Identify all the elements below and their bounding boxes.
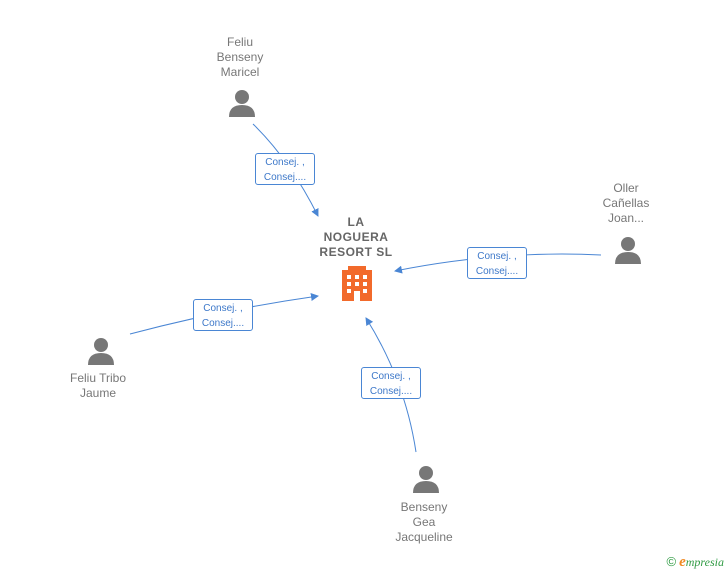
person-icon[interactable] (229, 90, 255, 117)
relation-badge-bottom[interactable]: Consej. , Consej.... (361, 367, 421, 399)
person-icon[interactable] (615, 237, 641, 264)
relation-line2: Consej.... (369, 386, 413, 397)
building-icon[interactable] (342, 266, 372, 301)
relation-line1: Consej. , (371, 371, 411, 382)
brand-logo-text: mpresia (685, 555, 724, 569)
person-name-top[interactable]: Feliu Benseny Maricel (216, 35, 264, 79)
relation-line1: Consej. , (203, 303, 243, 314)
relation-line1: Consej. , (265, 157, 305, 168)
relation-badge-top[interactable]: Consej. , Consej.... (255, 153, 315, 185)
relation-badge-right[interactable]: Consej. , Consej.... (467, 247, 527, 279)
relation-line1: Consej. , (477, 251, 517, 262)
relation-line2: Consej.... (201, 318, 245, 329)
brand-logo-letter: e (679, 554, 686, 570)
company-name[interactable]: LA NOGUERA RESORT SL (319, 215, 393, 259)
relation-line2: Consej.... (263, 172, 307, 183)
relation-badge-left[interactable]: Consej. , Consej.... (193, 299, 253, 331)
person-icon[interactable] (413, 466, 439, 493)
person-name-bottom[interactable]: Benseny Gea Jacqueline (395, 500, 453, 544)
copyright-icon: © (666, 554, 677, 569)
person-icon[interactable] (88, 338, 114, 365)
relation-line2: Consej.... (475, 266, 519, 277)
person-name-left[interactable]: Feliu Tribo Jaume (69, 371, 127, 400)
person-name-right[interactable]: Oller Cañellas Joan... (602, 181, 650, 225)
brand-footer[interactable]: © empresia (667, 554, 725, 571)
